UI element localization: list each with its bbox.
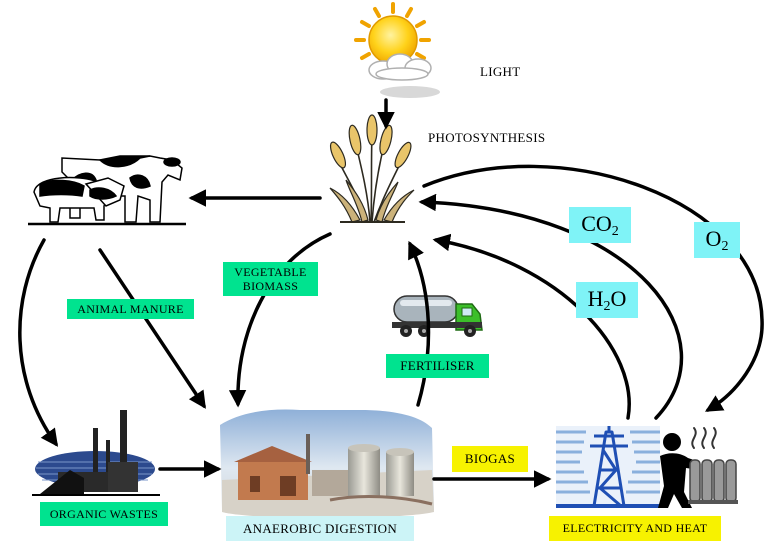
label-co2: CO2 [569,207,631,243]
label-o2: O2 [694,222,740,258]
arrow-animals-to-wastes [18,238,59,447]
label-biogas: BIOGAS [452,446,528,472]
label-anaerobic-digestion: ANAEROBIC DIGESTION [226,516,414,541]
o2-base: O [705,226,722,251]
label-light: LIGHT [480,64,521,79]
arrow-digestion-to-plant [408,240,431,407]
vegetable-biomass-line2: BIOMASS [242,279,299,293]
farm-animals-icon [28,155,186,226]
co2-base: CO [581,211,612,236]
h2o-sub: 2 [603,299,611,314]
co2-sub: 2 [611,224,619,239]
h2o-tail: O [610,286,627,311]
tanker-truck-icon [392,295,483,337]
wheat-plant-icon [329,114,415,223]
label-fertiliser: FERTILISER [386,354,489,378]
o2-sub: 2 [721,239,729,254]
arrow-plant-to-digestion [228,232,332,408]
arrow-animals-to-digestion [98,248,206,409]
label-electricity-and-heat: ELECTRICITY AND HEAT [549,516,721,541]
label-vegetable-biomass: VEGETABLE BIOMASS [223,262,318,296]
power-pylon-icon [556,426,660,508]
sun-with-cloud-icon [354,2,440,98]
label-animal-manure: ANIMAL MANURE [67,299,194,319]
vegetable-biomass-line1: VEGETABLE [234,265,307,279]
label-h2o: H2O [576,282,638,318]
person-radiator-icon [658,427,738,508]
arrow-co2-to-plant [418,193,684,420]
biogas-plant-photo [220,409,434,518]
h2o-base: H [587,286,604,311]
label-photosynthesis: PHOTOSYNTHESIS [428,130,546,145]
label-organic-wastes: ORGANIC WASTES [40,502,168,526]
factory-icon [32,410,160,496]
